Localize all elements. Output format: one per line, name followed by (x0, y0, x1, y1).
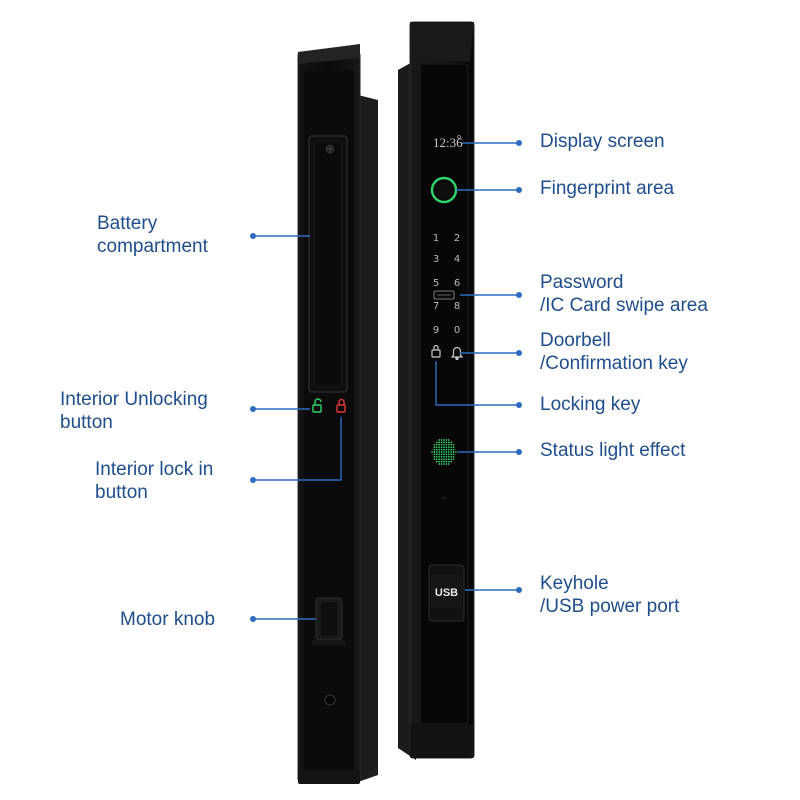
callout-locking-key: Locking key (540, 394, 641, 415)
leader-interior-lock-dot (250, 477, 256, 483)
interior-unlock-icon[interactable] (312, 398, 322, 413)
keypad-key-5[interactable]: 5 (433, 278, 439, 289)
keypad-key-6[interactable]: 6 (454, 278, 460, 289)
callout-battery-compartment: Battery compartment (97, 213, 208, 257)
status-light-matrix (431, 439, 457, 465)
callout-display-screen: Display screen (540, 131, 665, 152)
leader-display-dot (516, 140, 522, 146)
leader-interior-lock (253, 417, 342, 481)
keypad-key-3[interactable]: 3 (433, 254, 439, 265)
leader-doorbell-dot (516, 350, 522, 356)
leader-password-dot (516, 292, 522, 298)
callout-password-card-area: Password /IC Card swipe area (540, 272, 708, 316)
keypad-key-0[interactable]: 0 (454, 325, 460, 336)
usb-port-cover[interactable]: USB (428, 564, 465, 622)
leader-interior-unlock-dot (250, 406, 256, 412)
leader-locking-key (435, 361, 519, 406)
callout-doorbell-confirmation-key: Doorbell /Confirmation key (540, 330, 688, 374)
callout-interior-unlocking-button: Interior Unlocking button (60, 389, 208, 433)
keypad-key-7[interactable]: 7 (433, 301, 439, 312)
callout-interior-lock-button: Interior lock in button (95, 459, 214, 503)
locking-key-icon[interactable] (431, 344, 441, 358)
card-swipe-area[interactable] (433, 290, 455, 300)
fingerprint-sensor[interactable] (430, 176, 458, 204)
interior-lock-icon[interactable] (336, 398, 346, 413)
screw-icon (325, 144, 335, 154)
keypad-key-9[interactable]: 9 (433, 325, 439, 336)
keypad-key-1[interactable]: 1 (433, 233, 439, 244)
leader-fingerprint-dot (516, 187, 522, 193)
display-time: 12:36 (433, 135, 463, 150)
leader-status-light-dot (516, 449, 522, 455)
battery-compartment[interactable] (308, 135, 348, 393)
motor-knob[interactable] (312, 597, 346, 646)
leader-keyhole-dot (516, 587, 522, 593)
callout-status-light-effect: Status light effect (540, 440, 686, 461)
keypad-key-8[interactable]: 8 (454, 301, 460, 312)
display-screen: 12:36 (433, 135, 463, 150)
keypad[interactable]: 1 2 3 4 5 6 7 8 9 0 (433, 233, 460, 336)
callout-leaders (250, 140, 522, 622)
sensor-indicator (442, 497, 446, 499)
keypad-key-2[interactable]: 2 (454, 233, 460, 244)
leader-motor-knob-dot (250, 616, 256, 622)
callout-fingerprint-area: Fingerprint area (540, 178, 675, 199)
keypad-key-4[interactable]: 4 (454, 254, 460, 265)
emergency-hole-icon (324, 694, 336, 706)
leader-battery-dot (250, 233, 256, 239)
leader-locking-key-dot (516, 402, 522, 408)
callout-keyhole-usb-port: Keyhole /USB power port (540, 573, 680, 617)
usb-label: USB (435, 587, 458, 599)
callout-motor-knob: Motor knob (120, 609, 216, 630)
